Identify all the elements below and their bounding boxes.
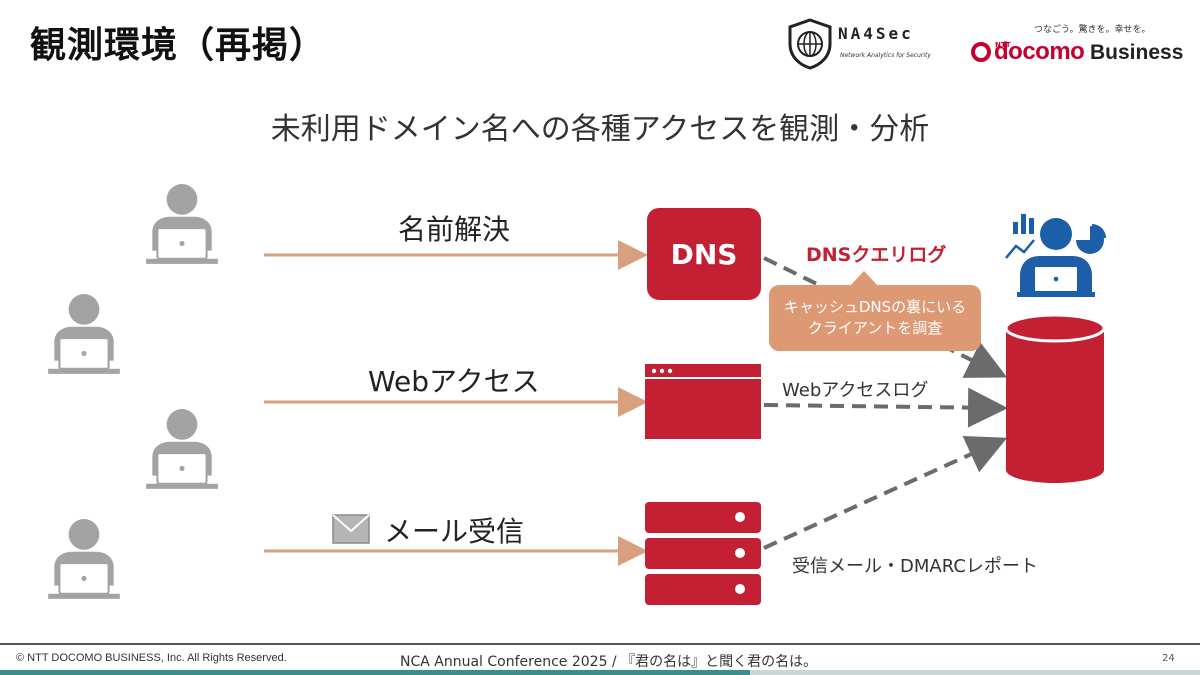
dns-server-box: DNS [647,208,761,300]
dns-callout: キャッシュDNSの裏にいる クライアントを調査 [769,285,981,351]
web-access-log-label: Webアクセスログ [782,380,929,401]
callout-tail [850,271,878,286]
mail-log-arrow [763,435,1008,550]
docomo-logo-text: docomo [994,38,1085,65]
mail-receive-label: メール受信 [384,515,525,548]
user-with-laptop-icon [146,408,218,490]
na4sec-logo-text: NA4Sec [838,24,914,43]
na4sec-logo-icon [788,18,832,70]
docomo-ring-icon [971,42,991,62]
footer-accent-bar [0,670,750,675]
web-access-label: Webアクセス [368,365,540,398]
analyst-icon [1017,218,1095,297]
callout-line-1: キャッシュDNSの裏にいる [783,298,967,316]
user-with-laptop-icon [48,293,120,375]
database-cylinder-icon [1004,313,1106,483]
na4sec-logo-subtitle: Network Analytics for Security [840,52,931,59]
docomo-ntt-mark: NTT [995,41,1011,49]
diagram-canvas [48,183,1106,605]
browser-window-icon [645,364,761,439]
page-number: 24 [1162,653,1175,664]
diagram-subtitle: 未利用ドメイン名への各種アクセスを観測・分析 [270,112,930,147]
web-log-arrow [763,387,1008,428]
callout-line-2: クライアントを調査 [807,319,943,337]
footer-divider [0,643,1200,645]
user-with-laptop-icon [146,183,218,265]
business-logo-text: Business [1090,41,1184,64]
footer-accent-bar-light [750,670,1200,675]
server-stack-icon [645,502,761,605]
page-title: 観測環境（再掲） [30,25,327,66]
pie-chart-icon [1076,224,1106,254]
docomo-slogan: つなごう。驚きを。幸せを。 [1034,25,1151,35]
dns-query-log-label: DNSクエリログ [806,244,947,266]
copyright-notice: © NTT DOCOMO BUSINESS, Inc. All Rights R… [16,652,287,664]
bar-chart-icon [1005,214,1035,259]
conference-name: NCA Annual Conference 2025 / 『君の名は』と聞く君の… [400,654,818,670]
user-with-laptop-icon [48,518,120,600]
name-resolution-label: 名前解決 [398,213,511,246]
mail-log-label: 受信メール・DMARCレポート [792,556,1038,577]
envelope-icon [332,514,370,544]
